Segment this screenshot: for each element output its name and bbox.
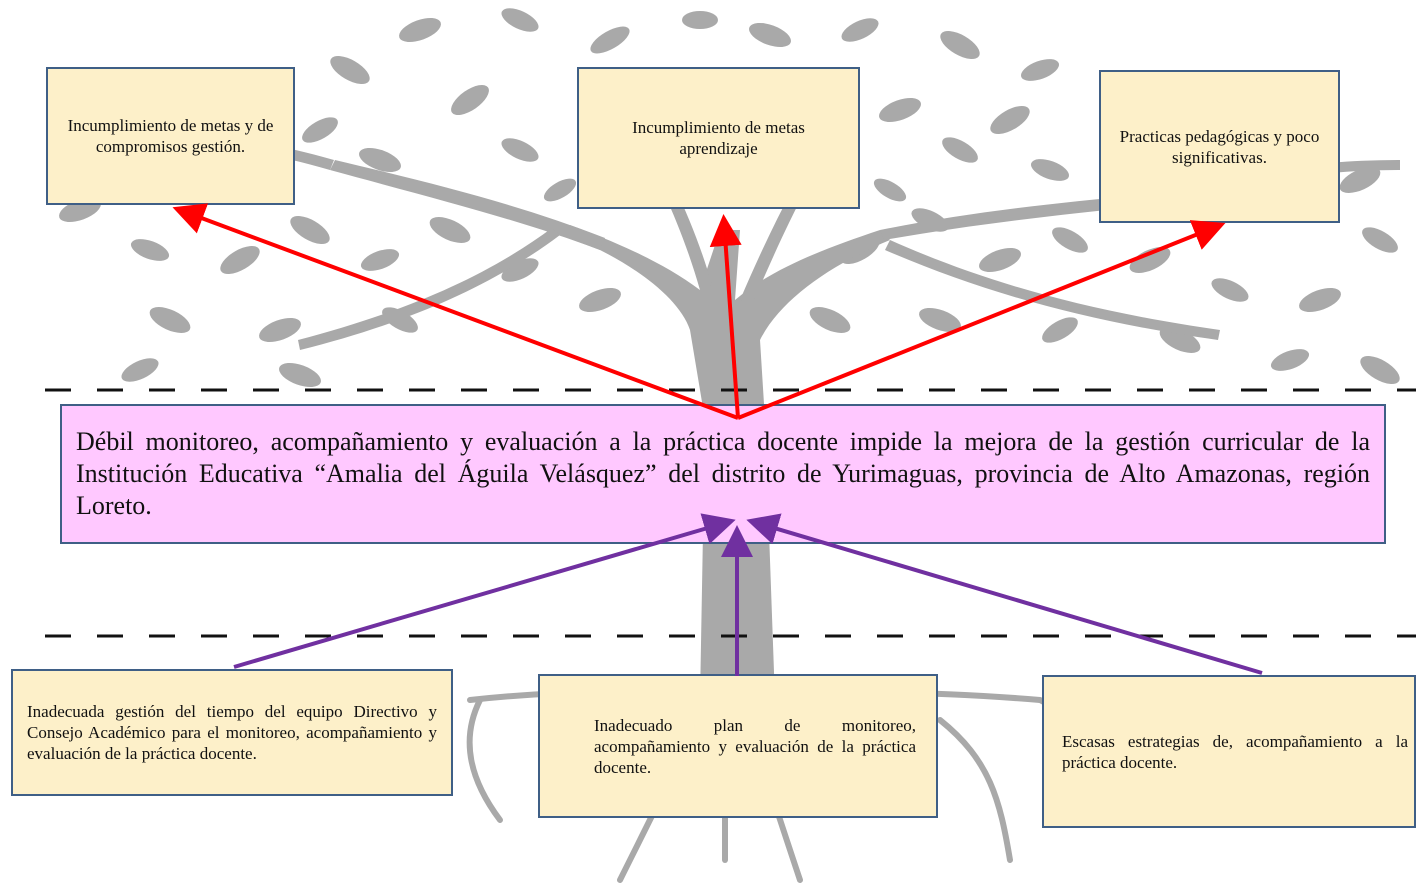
problem-text: Débil monitoreo, acompañamiento y evalua… <box>76 427 1370 520</box>
cause-text-1: Inadecuada gestión del tiempo del equipo… <box>27 702 437 763</box>
cause-box-3: Escasas estrategias de, acompañamiento a… <box>1042 675 1416 828</box>
effect-text-1: Incumplimiento de metas y de compromisos… <box>67 116 274 156</box>
effect-box-1: Incumplimiento de metas y de compromisos… <box>46 67 295 205</box>
effect-text-2: Incumplimiento de metas aprendizaje <box>632 118 805 158</box>
effect-box-3: Practicas pedagógicas y poco significati… <box>1099 70 1340 223</box>
cause-box-1: Inadecuada gestión del tiempo del equipo… <box>11 669 453 796</box>
cause-text-3: Escasas estrategias de, acompañamiento a… <box>1062 731 1408 772</box>
effect-text-3: Practicas pedagógicas y poco significati… <box>1119 126 1320 167</box>
cause-text-2: Inadecuado plan de monitoreo, acompañami… <box>594 715 916 777</box>
problem-box: Débil monitoreo, acompañamiento y evalua… <box>60 404 1386 544</box>
cause-box-2: Inadecuado plan de monitoreo, acompañami… <box>538 674 938 818</box>
effect-box-2: Incumplimiento de metas aprendizaje <box>577 67 860 209</box>
